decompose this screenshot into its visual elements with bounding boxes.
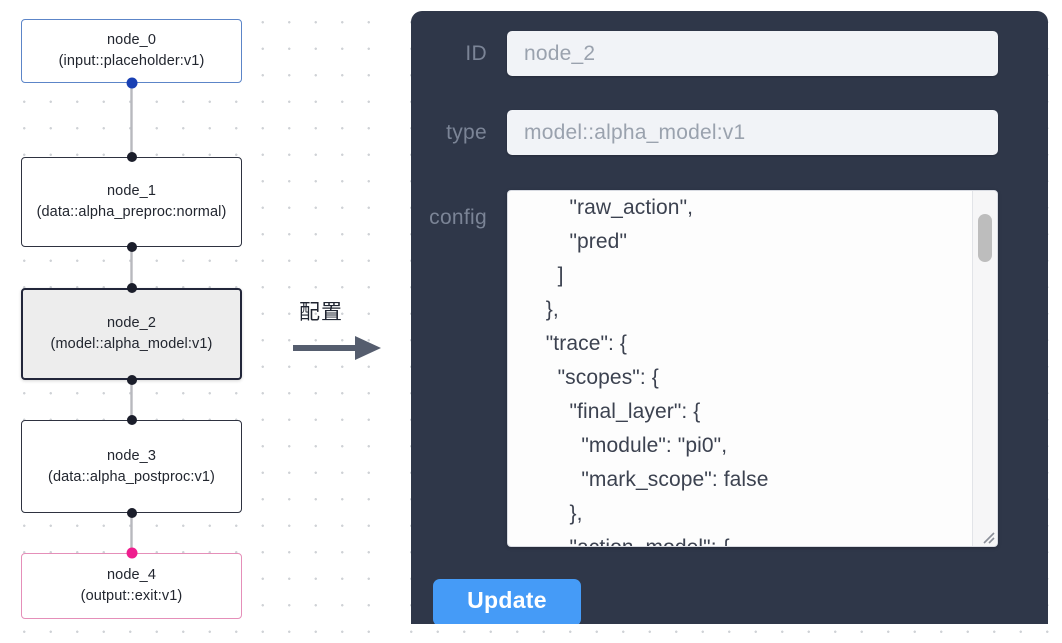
inspector-field-config: config "raw_action", "pred" ] }, "trace"… [411,190,1048,547]
graph-node-node_1[interactable]: node_1 (data::alpha_preproc:normal) [21,157,242,247]
graph-node-node_3-output-port[interactable] [126,508,137,518]
graph-node-label: node_4 (output::exit:v1) [80,567,183,604]
inspector-label-type: type [446,120,487,144]
inspector-field-id: ID [411,31,1048,76]
graph-node-label: node_2 (model::alpha_model:v1) [50,315,213,352]
arrow-right-icon [293,336,381,360]
inspector-label-config: config [429,206,487,229]
type-input[interactable] [507,110,998,155]
graph-node-node_2-output-port[interactable] [126,375,137,385]
graph-node-node_0-output-port[interactable] [126,77,137,89]
id-input[interactable] [507,31,998,76]
resize-grip-icon[interactable] [979,528,995,544]
graph-node-node_4-input-port[interactable] [126,547,137,559]
graph-node-node_3[interactable]: node_3 (data::alpha_postproc:v1) [21,420,242,513]
graph-node-node_4[interactable]: node_4 (output::exit:v1) [21,553,242,619]
transition-label: 配置 [299,300,343,324]
config-editor[interactable]: "raw_action", "pred" ] }, "trace": { "sc… [507,190,998,547]
graph-node-node_2-input-port[interactable] [126,283,137,293]
graph-node-label: node_3 (data::alpha_postproc:v1) [48,447,215,485]
graph-node-label: node_1 (data::alpha_preproc:normal) [36,183,227,220]
graph-node-node_1-input-port[interactable] [126,152,137,162]
update-button[interactable]: Update [433,579,581,624]
graph-node-node_0[interactable]: node_0 (input::placeholder:v1) [21,19,242,83]
graph-node-node_1-output-port[interactable] [126,242,137,252]
graph-node-node_2[interactable]: node_2 (model::alpha_model:v1) [21,288,242,380]
node-graph-canvas[interactable]: node_0 (input::placeholder:v1) node_1 (d… [0,0,390,643]
config-scrollbar[interactable] [972,191,997,546]
inspector-label-id: ID [465,41,487,65]
transition-annotation: 配置 [293,296,393,366]
graph-node-label: node_0 (input::placeholder:v1) [58,32,205,69]
node-inspector-panel: alpha-trace ID type config "raw_action",… [411,11,1048,624]
config-scrollbar-thumb[interactable] [978,214,992,262]
graph-node-node_3-input-port[interactable] [126,415,137,425]
inspector-field-type: type [411,110,1048,155]
config-textarea-content[interactable]: "raw_action", "pred" ] }, "trace": { "sc… [545,196,769,546]
